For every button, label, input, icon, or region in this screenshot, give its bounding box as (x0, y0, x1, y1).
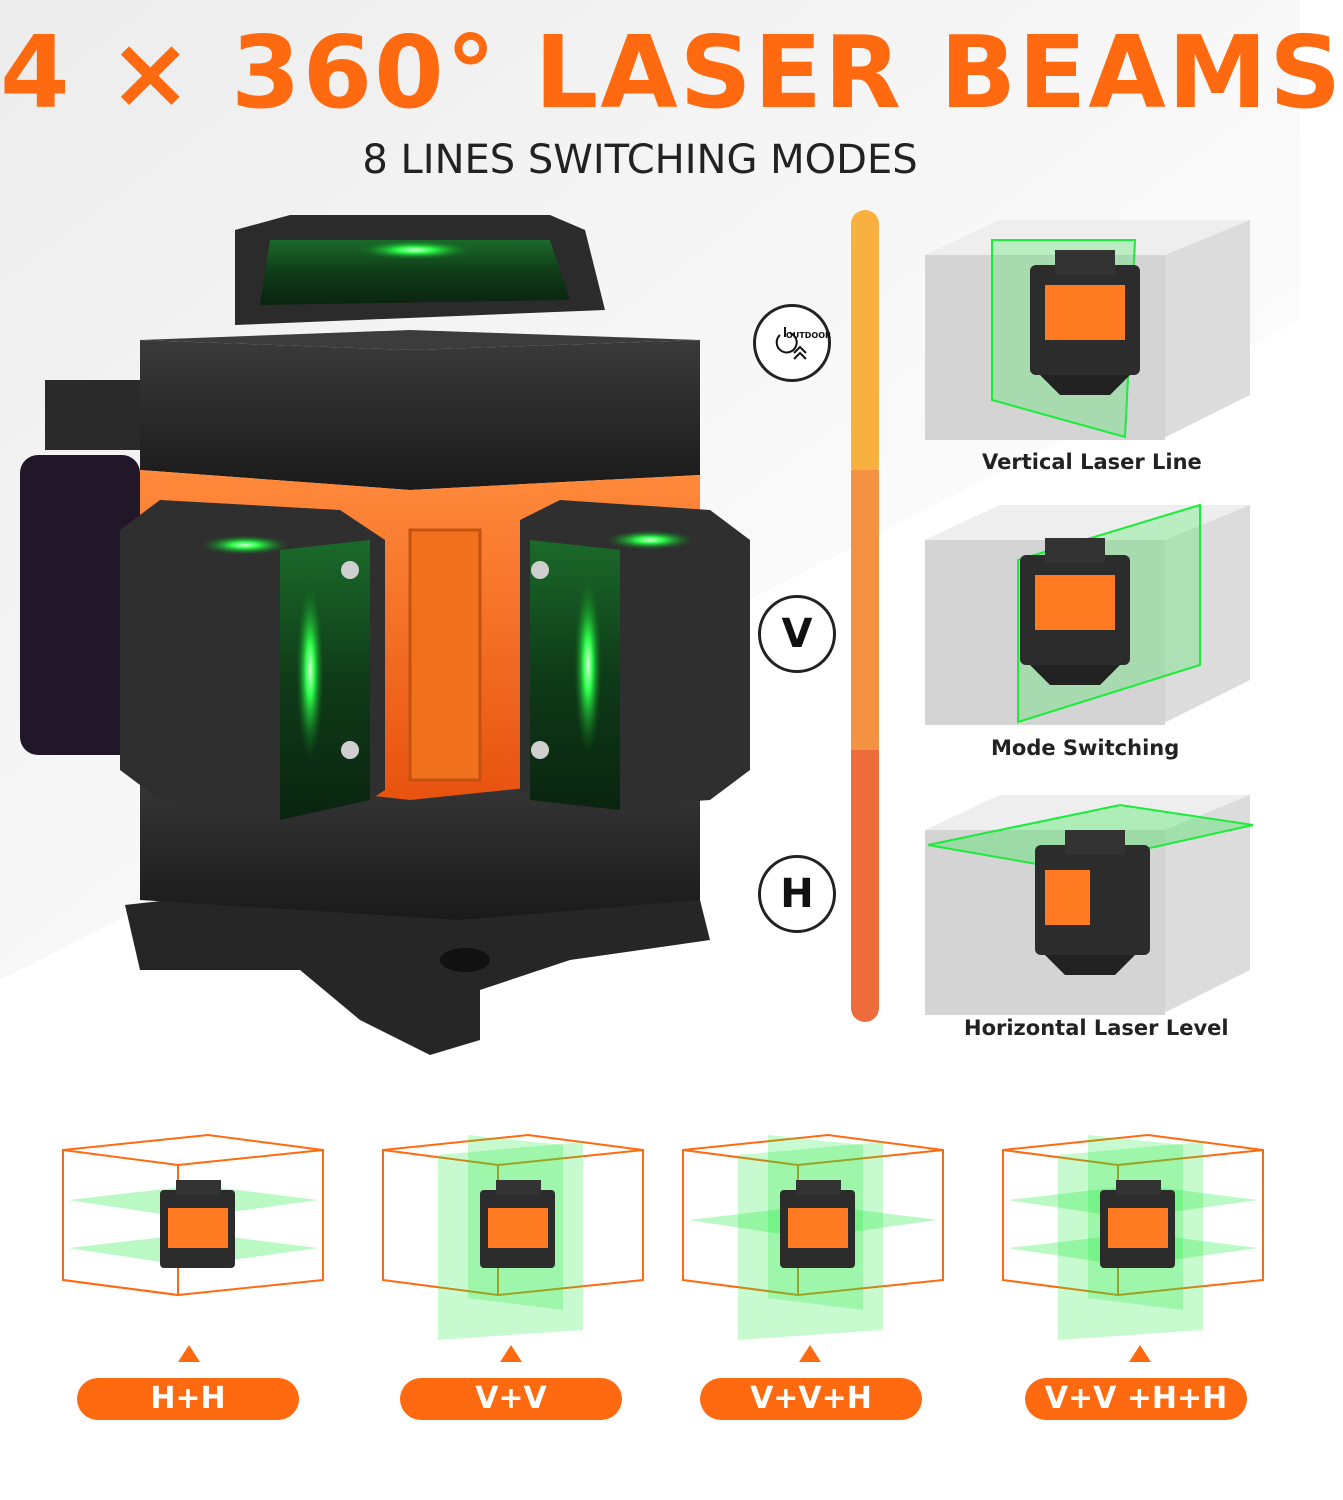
vertical-laser-scene (925, 220, 1250, 440)
scene-label-horizontal: Horizontal Laser Level (964, 1016, 1229, 1040)
combo-v-v-illustration (382, 1133, 644, 1340)
combo-label-v-v-h: V+V+H (700, 1378, 922, 1420)
scene-label-mode-switching: Mode Switching (991, 736, 1180, 760)
mode-track (851, 210, 879, 1022)
laser-level-illustration (20, 215, 750, 1055)
combo-v-v-h-h-illustration (1002, 1133, 1264, 1340)
scene-label-vertical: Vertical Laser Line (982, 450, 1202, 474)
mode-switching-scene (925, 503, 1250, 725)
vertical-mode-button[interactable]: V (758, 595, 836, 673)
horizontal-laser-scene (925, 795, 1254, 1015)
combo-h-h-illustration (62, 1133, 324, 1297)
combo-label-h-h: H+H (77, 1378, 299, 1420)
combo-v-v-h-illustration (682, 1133, 944, 1340)
pointer-triangle-icon (178, 1345, 200, 1362)
combo-label-v-v: V+V (400, 1378, 622, 1420)
power-outdoor-icon (775, 327, 807, 360)
subheadline: 8 LINES SWITCHING MODES (362, 137, 918, 183)
pointer-triangle-icon (500, 1345, 522, 1362)
pointer-triangle-icon (1129, 1345, 1151, 1362)
combo-label-v-v-h-h: V+V +H+H (1025, 1378, 1247, 1420)
outdoor-mode-button[interactable]: OUTDOOR (753, 304, 831, 382)
outdoor-label: OUTDOOR (786, 331, 832, 340)
headline: 4 × 360° LASER BEAMS (0, 14, 1343, 131)
horizontal-mode-button[interactable]: H (758, 855, 836, 933)
pointer-triangle-icon (799, 1345, 821, 1362)
